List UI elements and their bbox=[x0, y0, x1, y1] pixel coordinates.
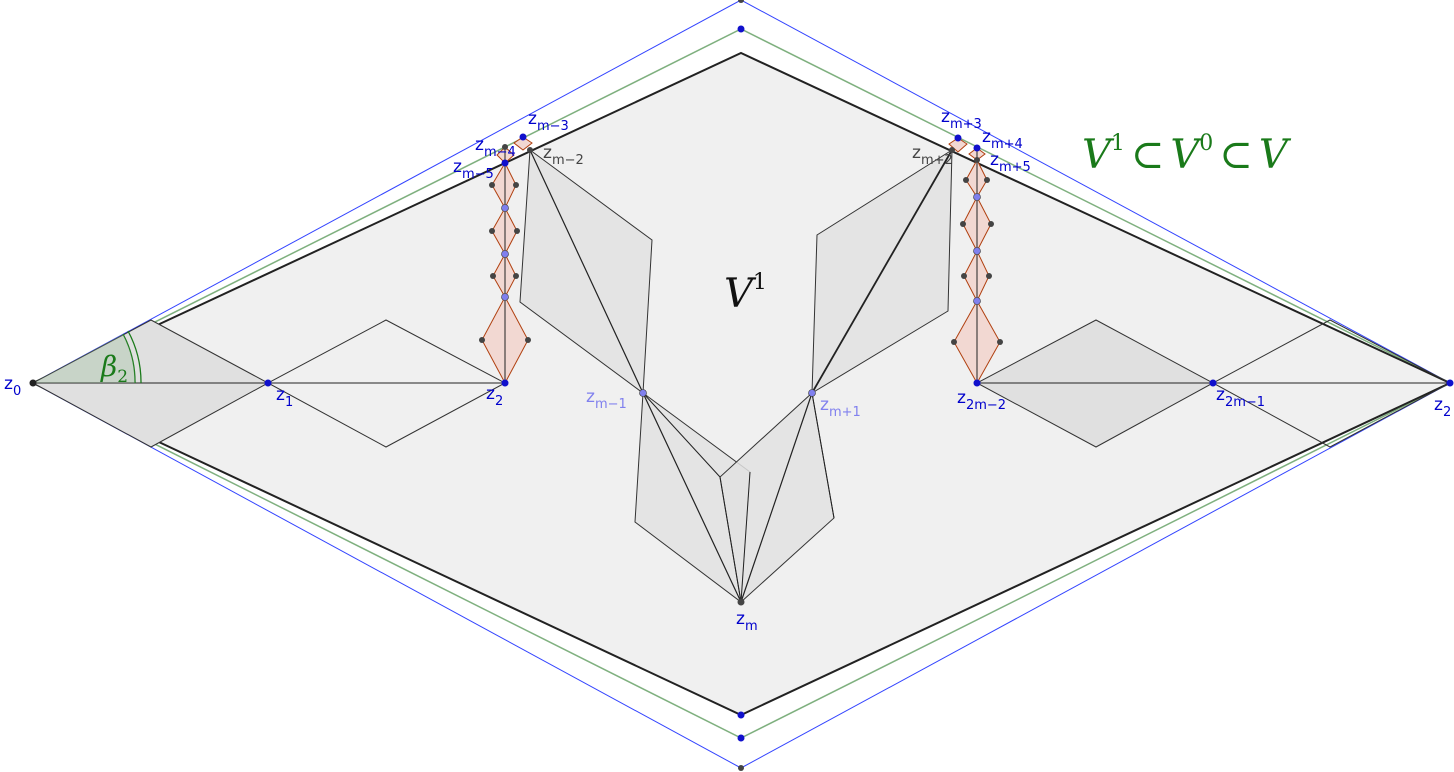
chain-side bbox=[479, 337, 485, 343]
point-z2m bbox=[1446, 379, 1454, 387]
points bbox=[29, 0, 1454, 771]
label-zm-3: zm−3 bbox=[528, 109, 569, 134]
chain-node bbox=[501, 204, 509, 212]
point-z2 bbox=[501, 379, 509, 387]
label-zm+5: zm+5 bbox=[990, 150, 1031, 175]
chain-node bbox=[501, 250, 509, 258]
chain-side bbox=[988, 221, 994, 227]
point-zm+5 bbox=[974, 157, 980, 163]
segment-zm+1-zm+2 bbox=[811, 149, 953, 394]
label-z1: z1 bbox=[276, 385, 293, 410]
segment-zm-1-zm bbox=[642, 392, 742, 603]
point-z2m-2 bbox=[973, 379, 981, 387]
label-zm+1: zm+1 bbox=[820, 395, 861, 420]
label-zm+3: zm+3 bbox=[941, 107, 982, 132]
point-zm-4 bbox=[502, 144, 508, 150]
chain-node bbox=[973, 193, 981, 201]
point-z2m-1 bbox=[1209, 379, 1217, 387]
label-zm+2: zm+2 bbox=[912, 143, 953, 168]
point-zm bbox=[737, 598, 745, 606]
chain-side bbox=[986, 273, 992, 279]
point-zm+1 bbox=[808, 389, 816, 397]
point-zm+3 bbox=[954, 134, 962, 142]
point-zm-3 bbox=[519, 133, 527, 141]
label-z2: z2 bbox=[486, 384, 503, 409]
angle-sector bbox=[33, 334, 136, 383]
chain-node bbox=[973, 297, 981, 305]
boundary-bottom-v bbox=[738, 765, 744, 771]
label-z2m-2: z2m−2 bbox=[957, 388, 1006, 413]
chain-side bbox=[489, 182, 495, 188]
inclusion-label: V1⊂V0⊂V bbox=[1082, 131, 1292, 178]
angle-arc-inner bbox=[122, 333, 136, 384]
chain-side bbox=[997, 339, 1003, 345]
label-zm-1: zm−1 bbox=[586, 387, 627, 412]
chain-side bbox=[513, 182, 519, 188]
chain-side bbox=[513, 273, 519, 279]
point-z0 bbox=[29, 379, 37, 387]
region-label-v1: V1 bbox=[724, 270, 767, 317]
label-z2m-1: z2m−1 bbox=[1216, 385, 1265, 410]
fan-line-c bbox=[719, 476, 742, 603]
point-zm+2 bbox=[949, 147, 955, 153]
boundary-top-v bbox=[738, 0, 744, 3]
chain-side bbox=[961, 273, 967, 279]
label-zm-4: zm−4 bbox=[475, 135, 516, 160]
chain-rhombus bbox=[948, 137, 968, 153]
label-z2m: z2 bbox=[1434, 395, 1451, 420]
chain-side bbox=[489, 228, 495, 234]
angle-arc-outer bbox=[127, 330, 142, 384]
label-zm+4: zm+4 bbox=[982, 127, 1023, 152]
chain-side bbox=[525, 337, 531, 343]
fan-line-b bbox=[740, 471, 751, 603]
label-zm-5: zm−5 bbox=[453, 157, 494, 182]
chain-side bbox=[984, 177, 990, 183]
fan-line-d bbox=[811, 392, 835, 519]
chain-side bbox=[490, 273, 496, 279]
chain-node bbox=[501, 293, 509, 301]
right-chain bbox=[948, 137, 1001, 385]
label-zm-2: zm−2 bbox=[543, 143, 584, 168]
boundary-bottom-v0 bbox=[737, 734, 745, 742]
chain-side bbox=[963, 177, 969, 183]
point-z1 bbox=[264, 379, 272, 387]
left-chain bbox=[481, 136, 533, 385]
chain-side bbox=[951, 339, 957, 345]
chain-rhombus bbox=[513, 136, 533, 151]
segment-zm-zm+1 bbox=[740, 392, 813, 603]
label-zm: zm bbox=[736, 609, 758, 634]
chain-side bbox=[514, 228, 520, 234]
fan-line-a bbox=[642, 392, 721, 478]
label-z0: z0 bbox=[4, 374, 21, 399]
point-zm+4 bbox=[973, 144, 981, 152]
point-zm-5 bbox=[501, 159, 509, 167]
segment-zm-2-zm-1 bbox=[529, 149, 644, 394]
boundary-bottom-v1 bbox=[737, 711, 745, 719]
chain-node bbox=[973, 247, 981, 255]
boundary-top-v0 bbox=[737, 25, 745, 33]
chain-side bbox=[960, 221, 966, 227]
point-zm-2 bbox=[527, 147, 533, 153]
point-zm-1 bbox=[639, 389, 647, 397]
angle-label-beta2: β2 bbox=[100, 350, 128, 387]
